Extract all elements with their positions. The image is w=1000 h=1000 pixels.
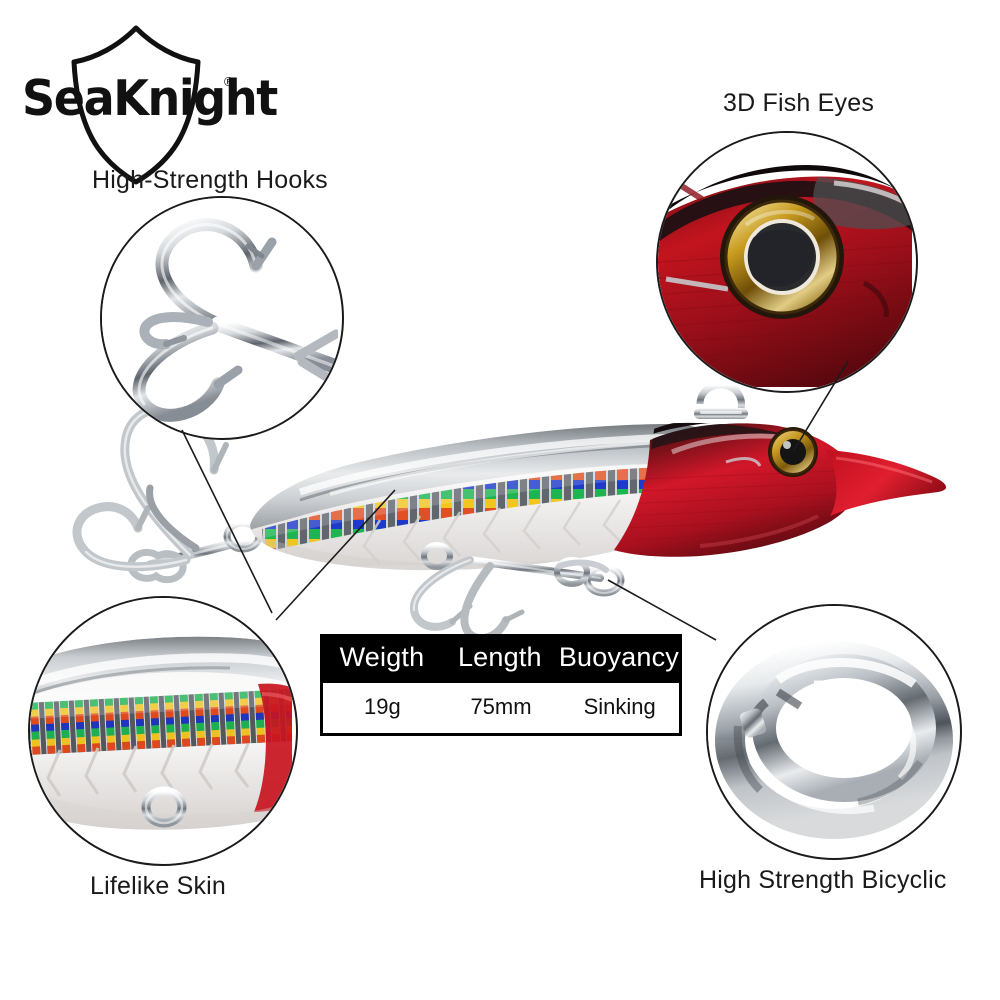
leader-hooks: [181, 429, 273, 614]
eye-detail: [720, 195, 844, 319]
leader-ring: [607, 579, 717, 641]
spec-header-weight: Weigth: [339, 642, 425, 672]
fish-eye: [768, 427, 818, 477]
top-line-tie-eyelet: [694, 381, 748, 419]
lure-body: [250, 424, 728, 571]
callout-label-3d-fish-eyes: 3D Fish Eyes: [723, 89, 875, 117]
detail-circle-lifelike-skin: [28, 596, 298, 866]
spec-header-length: Length: [457, 642, 542, 672]
spec-table-header-row: Weigth Length Buoyancy: [323, 637, 679, 680]
spec-table-value-row: 19g 75mm Sinking: [323, 680, 679, 733]
callout-label-high-strength-bicyclic: High Strength Bicyclic: [699, 866, 947, 894]
callout-label-hooks: High-Strength Hooks: [92, 166, 328, 194]
specification-table: Weigth Length Buoyancy 19g 75mm Sinking: [320, 634, 682, 736]
detail-circle-split-ring: [706, 604, 962, 860]
shield-icon: [71, 25, 201, 185]
registered-trademark-icon: ®: [224, 74, 234, 89]
spec-value-length: 75mm: [470, 694, 532, 719]
belly-hook-assembly: [409, 556, 625, 643]
spec-value-buoyancy: Sinking: [583, 694, 656, 719]
belly-split-ring-2: [554, 557, 590, 587]
leader-skin: [275, 489, 396, 621]
spec-header-buoyancy: Buoyancy: [558, 642, 679, 672]
brand-logo: SeaKnight ®: [18, 22, 278, 190]
spec-value-weight: 19g: [363, 694, 401, 719]
skin-detail-eyelet: [141, 786, 187, 828]
callout-label-lifelike-skin: Lifelike Skin: [90, 872, 226, 900]
belly-split-ring-1: [583, 563, 625, 597]
detail-circle-3d-eye: [656, 131, 918, 393]
tail-split-ring: [223, 519, 263, 553]
brand-name: SeaKnight: [22, 70, 278, 127]
belly-eyelet: [421, 542, 453, 570]
detail-circle-hooks: [100, 196, 344, 440]
lure-head: [614, 381, 947, 557]
